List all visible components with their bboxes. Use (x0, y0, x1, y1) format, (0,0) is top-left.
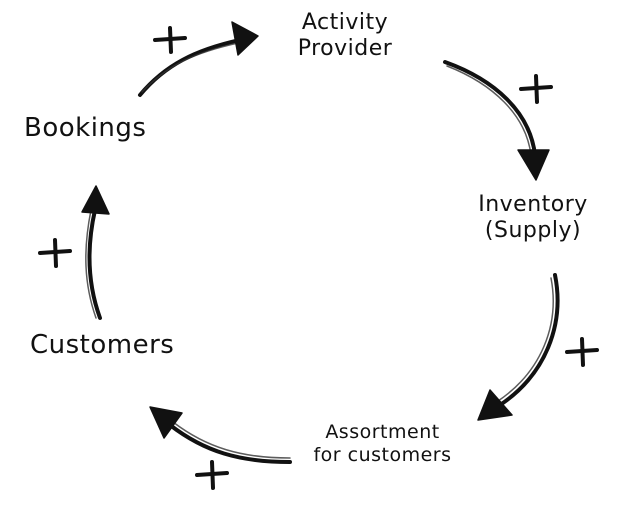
plus-sign-customers-bookings (38, 238, 72, 268)
node-activity-provider-line-2: Provider (297, 36, 393, 62)
arrow-customers-to-bookings (81, 185, 110, 320)
node-assortment-line-1: Assortment (325, 421, 440, 443)
arrow-bookings-to-provider (138, 21, 259, 97)
node-activity-provider-line-1: Activity (301, 10, 389, 35)
node-inventory-line-1: Inventory (478, 192, 588, 217)
node-assortment-line-2: for customers (313, 443, 452, 466)
node-inventory-line-2: (Supply) (484, 218, 582, 244)
arrow-assortment-to-customers (149, 406, 292, 464)
arrow-provider-to-inventory (443, 60, 550, 181)
node-bookings: Bookings (24, 113, 204, 144)
node-customers-label: Customers (30, 330, 175, 360)
node-inventory-supply: Inventory (Supply) (452, 192, 614, 245)
node-assortment-for-customers: Assortment for customers (285, 421, 480, 467)
node-bookings-label: Bookings (24, 113, 147, 143)
node-customers: Customers (30, 330, 220, 361)
plus-sign-bookings-provider (153, 26, 187, 54)
plus-sign-provider-inventory (519, 74, 553, 104)
plus-sign-assortment-customers (195, 460, 229, 490)
node-activity-provider: Activity Provider (270, 10, 420, 63)
arrow-inventory-to-assortment (477, 273, 560, 421)
plus-sign-inventory-assortment (565, 337, 599, 367)
